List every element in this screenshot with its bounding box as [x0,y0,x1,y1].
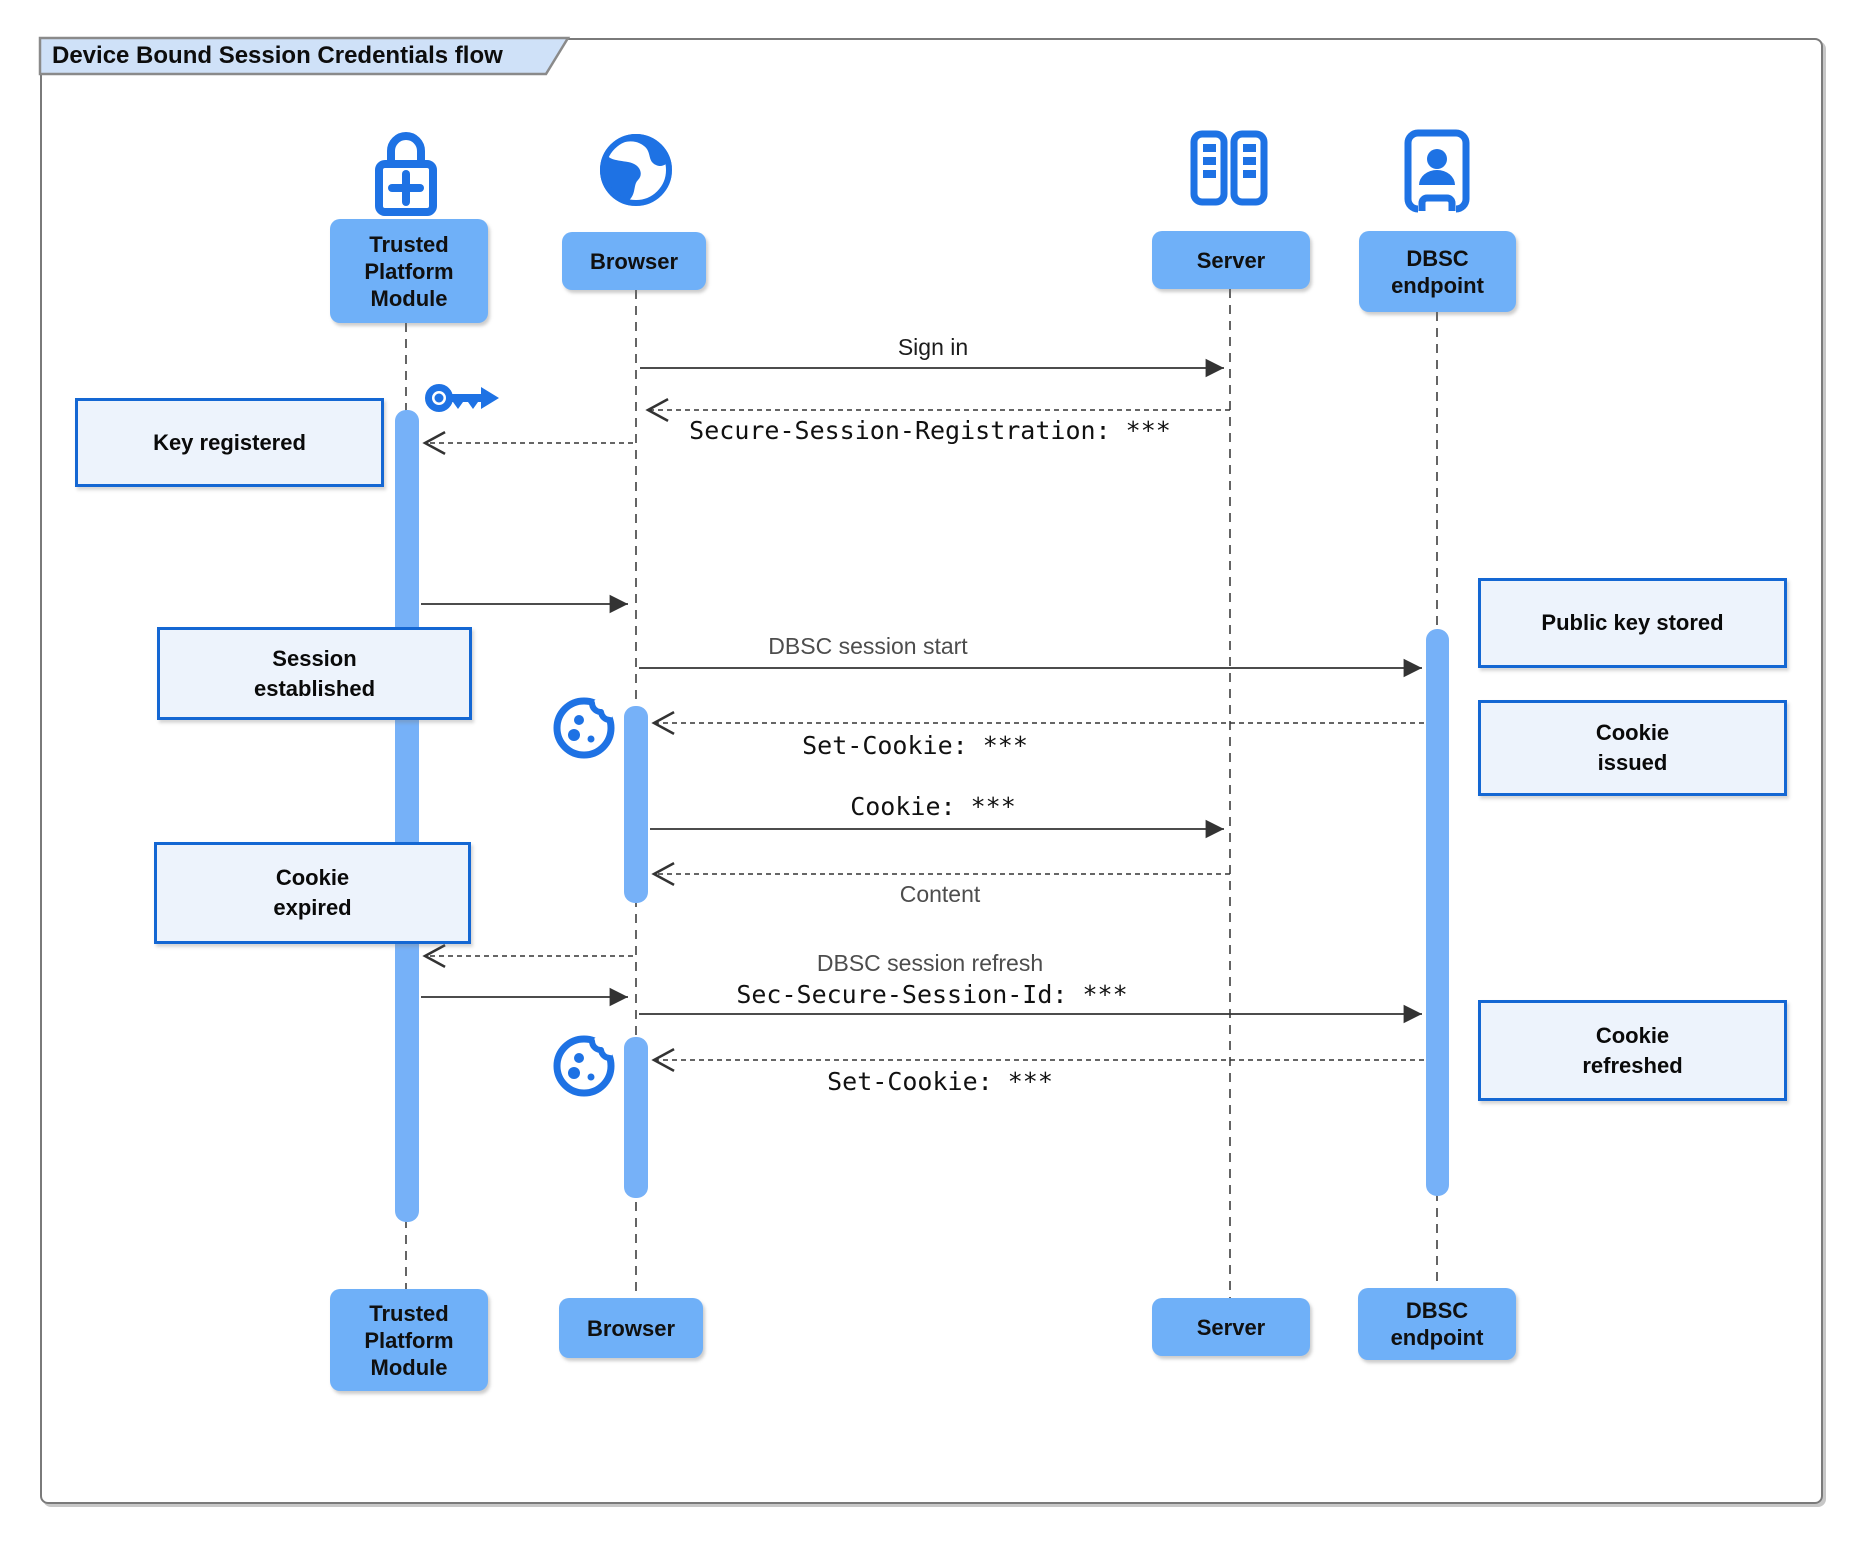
label-cookie: Cookie: *** [850,792,1016,821]
actor-browser-top: Browser [562,232,706,290]
label-sign-in: Sign in [897,334,969,360]
label-secure-session-registration: Secure-Session-Registration: *** [689,416,1171,445]
note-public-key-stored: Public key stored [1478,578,1787,668]
browser-activation-bar-1 [624,706,648,903]
note-cookie-expired: Cookie expired [154,842,471,944]
note-cookie-refreshed: Cookie refreshed [1478,1000,1787,1101]
actor-tpm-top: Trusted Platform Module [330,219,488,323]
actor-server-top: Server [1152,231,1310,289]
label-dbsc-session-refresh: DBSC session refresh [816,950,1044,976]
actor-dbsc-top: DBSC endpoint [1359,231,1516,312]
diagram-title: Device Bound Session Credentials flow [52,42,503,69]
browser-activation-bar-2 [624,1037,648,1198]
label-dbsc-session-start: DBSC session start [768,633,968,659]
actor-tpm-bottom: Trusted Platform Module [330,1289,488,1391]
actor-browser-bottom: Browser [559,1298,703,1358]
note-cookie-issued: Cookie issued [1478,700,1787,796]
actor-server-bottom: Server [1152,1298,1310,1356]
label-content: Content [899,881,981,907]
label-set-cookie-2: Set-Cookie: *** [827,1067,1053,1096]
actor-dbsc-bottom: DBSC endpoint [1358,1288,1516,1360]
note-session-established: Session established [157,627,472,720]
title-tab [38,36,571,76]
title-tab-shape [38,36,571,76]
cookie-icon [553,697,615,759]
cookie-icon [553,1035,615,1097]
person-badge-icon [1404,129,1470,213]
label-sec-secure-session-id: Sec-Secure-Session-Id: *** [736,980,1128,1009]
dbsc-activation-bar [1426,629,1449,1196]
note-key-registered: Key registered [75,398,384,487]
server-icon [1190,130,1268,206]
label-set-cookie-1: Set-Cookie: *** [802,731,1028,760]
lock-plus-icon [375,132,437,216]
key-icon [425,384,499,412]
tpm-activation-bar [395,410,419,1222]
globe-icon [600,134,672,206]
diagram-frame [40,38,1823,1504]
